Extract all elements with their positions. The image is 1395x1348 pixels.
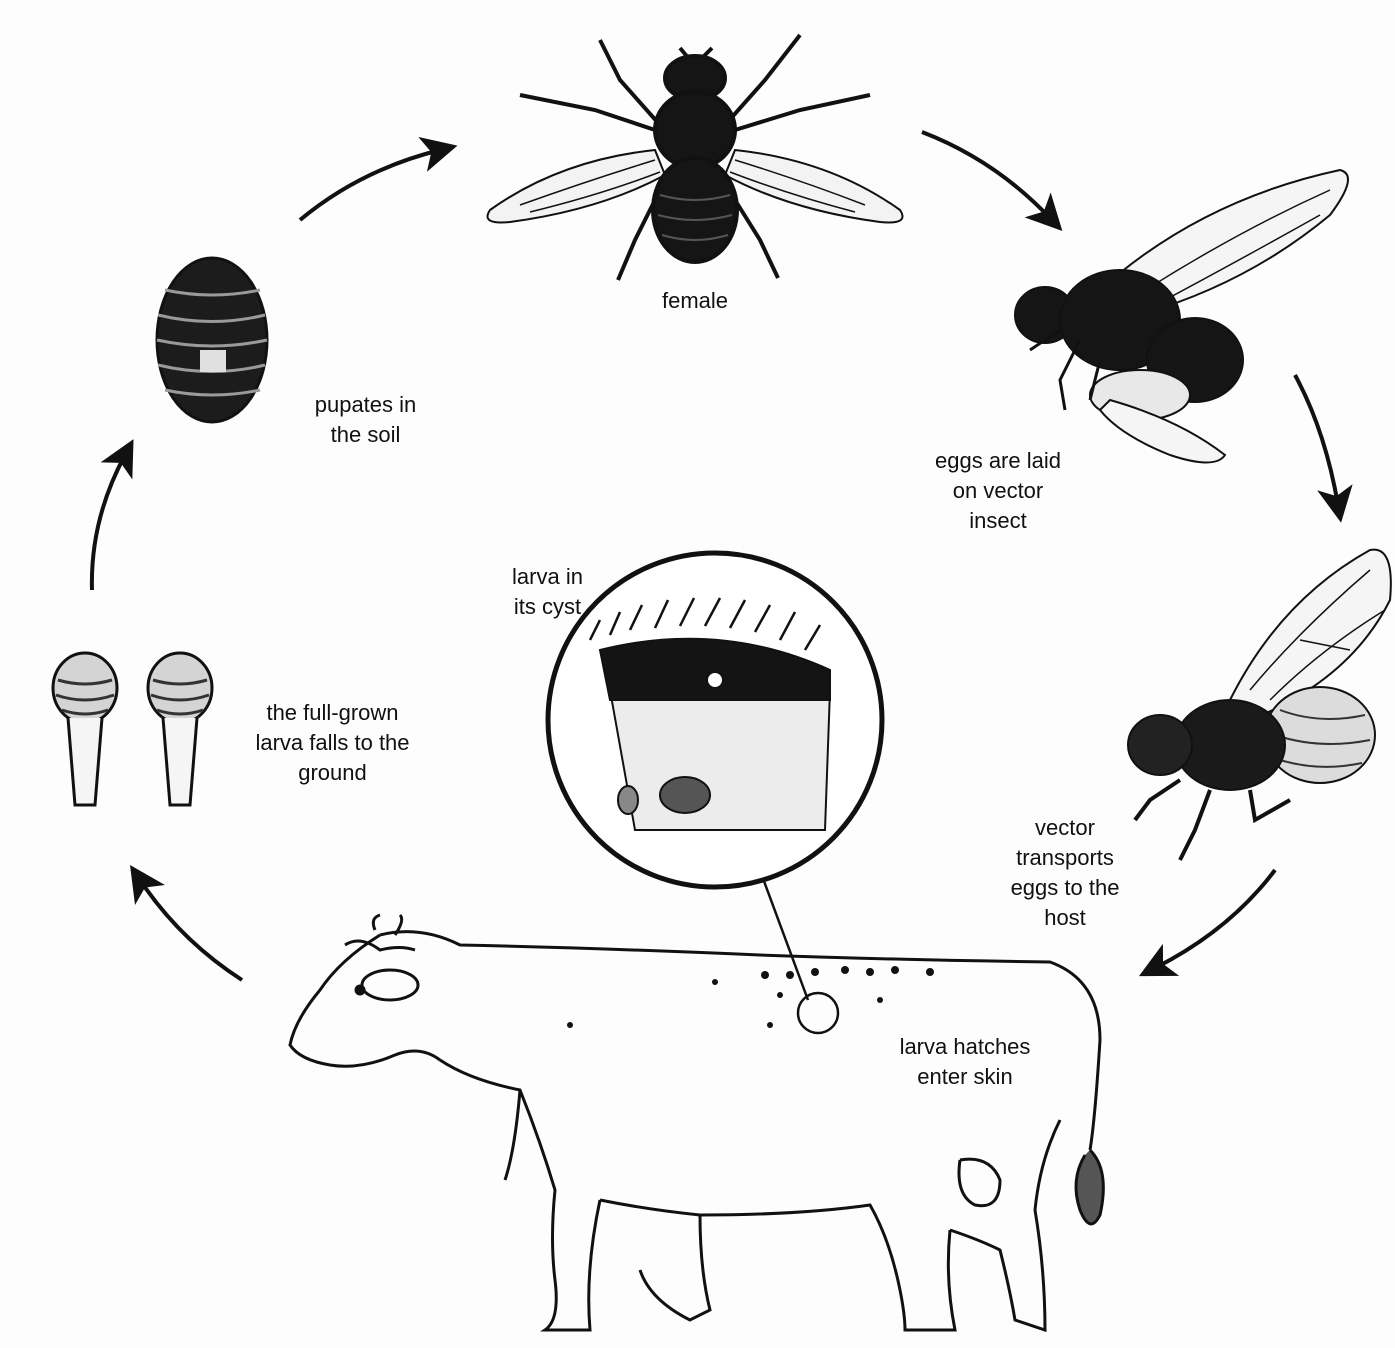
pupa-icon: [157, 258, 267, 422]
arrow-larvae-to-pupa: [92, 455, 125, 590]
stage-label-female: female: [620, 286, 770, 316]
arrow-female-to-eggs: [922, 132, 1050, 218]
arrow-pupa-to-female: [300, 150, 440, 220]
stage-label-eggs: eggs are laid on vector insect: [898, 446, 1098, 536]
fly-holding-vector-icon: [1015, 170, 1348, 463]
female-fly-icon: [488, 35, 903, 280]
stage-label-vector: vector transports eggs to the host: [975, 813, 1155, 933]
larva-left: [53, 653, 117, 805]
larva-right: [148, 653, 212, 805]
arrow-host-to-larvae: [140, 880, 242, 980]
larvae-icon: [53, 653, 212, 805]
stage-label-cyst: larva in its cyst: [480, 562, 615, 622]
cow-host-icon: [290, 915, 1103, 1330]
stage-label-falls: the full-grown larva falls to the ground: [215, 698, 450, 788]
vector-insect-icon: [1128, 550, 1391, 860]
arrow-vector-to-host: [1155, 870, 1275, 968]
arrow-eggs-to-vector: [1295, 375, 1338, 505]
stage-label-hatch: larva hatches enter skin: [860, 1032, 1070, 1092]
warbles: [567, 966, 934, 1028]
stage-label-pupa: pupates in the soil: [278, 390, 453, 450]
